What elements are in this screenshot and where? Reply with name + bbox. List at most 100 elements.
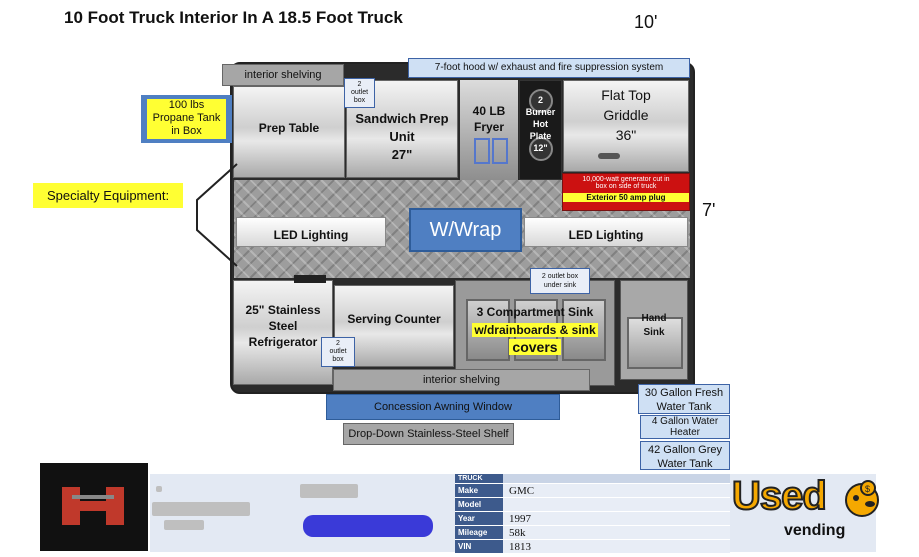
fridge-label-2: Steel: [268, 319, 298, 333]
outlet-top-3: box: [353, 97, 366, 104]
interior-shelving-top: interior shelving: [222, 64, 344, 86]
hotplate-label-5: 12": [533, 143, 548, 153]
sandwich-prep-unit: Sandwich Prep Unit 27": [346, 80, 458, 178]
sandwich-label-3: 27": [391, 147, 413, 162]
outlet-box-top: 2 outlet box: [344, 78, 375, 108]
spec-value: [503, 498, 730, 511]
dealer-logo-icon: [62, 487, 124, 525]
spec-header: TRUCK: [455, 474, 503, 483]
spec-value: 1997: [503, 512, 730, 525]
serving-counter-label: Serving Counter: [347, 312, 441, 326]
spec-key: Year: [455, 512, 503, 525]
blurred-text: [152, 502, 250, 516]
hand-sink-label-1: Hand: [641, 313, 667, 324]
bracket-line: [196, 163, 238, 267]
griddle-label-2: Griddle: [603, 107, 649, 123]
grey-water-tank: 42 Gallon Grey Water Tank: [640, 441, 730, 470]
used-vending-logo: Used $ vending: [731, 470, 882, 550]
led-right-label: LED Lighting: [568, 228, 644, 242]
water-heater-line-2: Heater: [669, 427, 700, 438]
drop-down-shelf-label: Drop-Down Stainless-Steel Shelf: [343, 423, 514, 445]
spec-row-make: Make GMC: [455, 484, 730, 498]
hotplate-label-4: Plate: [529, 131, 552, 141]
spec-key: Make: [455, 484, 503, 497]
grey-water-line-1: 42 Gallon Grey: [648, 444, 722, 456]
sink-label-3: covers: [509, 339, 561, 355]
hand-sink-label-2: Sink: [643, 327, 665, 338]
length-dimension: 10': [634, 12, 658, 32]
spec-value: 58k: [503, 526, 730, 539]
led-lighting-right: LED Lighting: [524, 217, 688, 247]
led-left-label: LED Lighting: [273, 228, 349, 242]
outlet-fridge-3: box: [332, 356, 344, 363]
sandwich-label-2: Unit: [389, 129, 415, 144]
outlet-top-2: outlet: [350, 89, 369, 96]
generator-box: 10,000-watt generator cut in box on side…: [562, 173, 690, 211]
fresh-water-line-1: 30 Gallon Fresh: [644, 387, 724, 399]
svg-text:$: $: [865, 484, 870, 494]
blurred-name: [303, 515, 433, 537]
fryer-label-2: Fryer: [473, 120, 505, 134]
fryer: 40 LB Fryer: [460, 80, 518, 180]
spec-row-model: Model: [455, 498, 730, 512]
interior-shelving-bottom: interior shelving: [333, 369, 590, 391]
awning-window-label: Concession Awning Window: [326, 394, 560, 420]
page-title: 10 Foot Truck Interior In A 18.5 Foot Tr…: [64, 8, 403, 27]
outlet-top-1: 2: [357, 81, 362, 88]
fryer-basket: [492, 138, 508, 164]
hot-plate: 2 Burner Hot Plate 12": [519, 80, 562, 180]
exterior-plug-label: Exterior 50 amp plug: [563, 193, 689, 202]
generator-line-1: 10,000-watt generator cut in: [582, 176, 670, 183]
spec-value: 1813: [503, 540, 730, 553]
spec-row-vin: VIN 1813: [455, 540, 730, 554]
sink-label-1: 3 Compartment Sink: [476, 305, 594, 319]
grey-water-line-2: Water Tank: [657, 458, 713, 470]
spec-row-mileage: Mileage 58k: [455, 526, 730, 540]
fryer-label-1: 40 LB: [472, 104, 506, 118]
three-compartment-sink: 3 Compartment Sink w/drainboards & sink …: [455, 280, 615, 386]
blurred-text: [164, 520, 204, 530]
propane-line-2: Propane Tank: [152, 112, 221, 124]
generator-line-2: box on side of truck: [595, 183, 657, 190]
piggy-bank-icon: $: [845, 480, 879, 517]
width-dimension: 7': [702, 200, 716, 220]
prep-table-label: Prep Table: [258, 121, 320, 135]
water-heater: 4 Gallon Water Heater: [640, 415, 730, 439]
specialty-equipment-label: Specialty Equipment:: [33, 183, 183, 208]
led-lighting-left: LED Lighting: [236, 217, 386, 247]
spec-key: Model: [455, 498, 503, 511]
fresh-water-tank: 30 Gallon Fresh Water Tank: [638, 384, 730, 414]
flat-top-griddle: Flat Top Griddle 36": [563, 80, 689, 172]
fridge-label-3: Refrigerator: [248, 335, 318, 349]
griddle-handle: [598, 153, 620, 159]
outlet-sink-1: 2 outlet box: [541, 273, 579, 280]
refrigerator: 25" Stainless Steel Refrigerator: [233, 275, 333, 385]
propane-line-3: in Box: [171, 125, 202, 137]
dealer-logo: [40, 463, 148, 551]
propane-callout: 100 lbs Propane Tank in Box: [141, 95, 232, 143]
outlet-box-sink: 2 outlet box under sink: [530, 268, 590, 294]
spec-key: Mileage: [455, 526, 503, 539]
fridge-label-1: 25" Stainless: [245, 303, 321, 317]
sink-label-2: w/drainboards & sink: [472, 323, 598, 337]
blurred-text: [300, 484, 358, 498]
propane-line-1: 100 lbs: [168, 99, 205, 111]
outlet-fridge-1: 2: [336, 340, 340, 347]
prep-table: Prep Table: [233, 86, 345, 178]
fryer-basket: [474, 138, 490, 164]
spec-key: VIN: [455, 540, 503, 553]
truck-spec-table: TRUCK Make GMC Model Year 1997 Mileage 5…: [455, 474, 730, 554]
hotplate-label-3: Hot: [533, 119, 548, 129]
outlet-box-fridge: 2 outlet box: [321, 337, 355, 367]
blurred-text: [156, 486, 162, 492]
griddle-label-1: Flat Top: [601, 87, 651, 103]
hotplate-label-2: Burner: [525, 107, 556, 117]
wrap-label: W/Wrap: [409, 208, 522, 252]
griddle-label-3: 36": [615, 127, 637, 143]
burner-icon: [529, 137, 553, 161]
fresh-water-line-2: Water Tank: [656, 401, 712, 413]
outlet-sink-2: under sink: [543, 282, 577, 289]
hand-sink: Hand Sink: [620, 280, 688, 380]
used-wordmark: Used: [731, 473, 828, 519]
hand-sink-basin: [627, 317, 683, 369]
